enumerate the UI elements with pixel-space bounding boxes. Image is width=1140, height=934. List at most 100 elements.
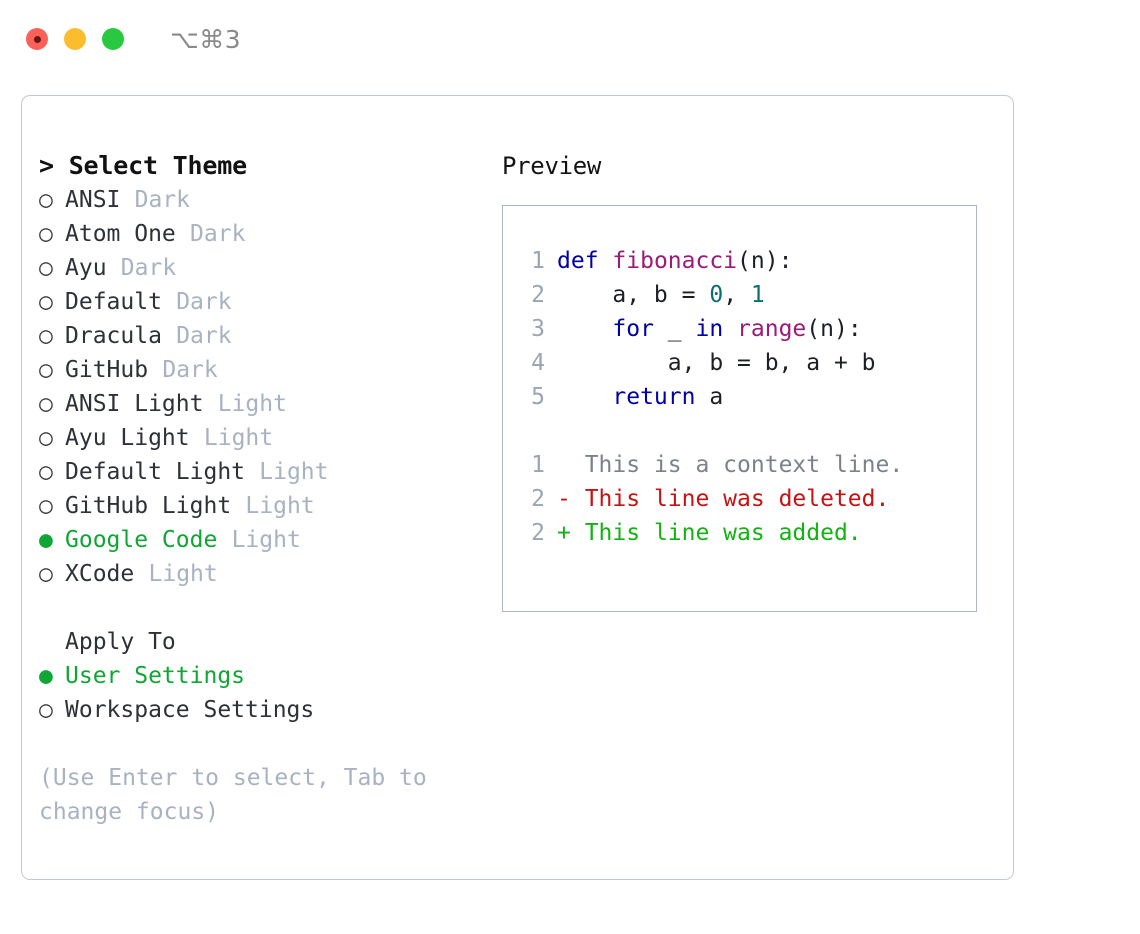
line-number: 2 <box>531 520 545 546</box>
theme-option-label: XCode <box>65 561 135 587</box>
code-token-pun: , <box>723 282 751 308</box>
code-token-pun <box>599 248 613 274</box>
title-bar: ⌥⌘3 <box>0 0 1140 78</box>
section-spacer <box>39 591 489 625</box>
theme-option-label: GitHub <box>65 357 149 383</box>
code-token-var: a, b = b, a + b <box>557 350 876 376</box>
theme-option-label: ANSI <box>65 187 121 213</box>
line-number: 3 <box>531 316 545 342</box>
line-number: 2 <box>531 486 545 512</box>
code-token-pun: (n): <box>806 316 862 342</box>
theme-option-label: Ayu Light <box>65 425 190 451</box>
theme-option-dracula[interactable]: ○ Dracula Dark <box>39 319 489 353</box>
radio-unselected-icon: ○ <box>39 425 53 451</box>
diff-marker <box>557 448 571 482</box>
code-line-content: for _ in range(n): <box>557 312 862 346</box>
theme-option-label: Dracula <box>65 323 162 349</box>
theme-variant-badge: Light <box>203 425 274 451</box>
apply-to-option-label: User Settings <box>65 663 246 689</box>
radio-selected-icon: ● <box>39 663 53 689</box>
theme-option-ansi[interactable]: ○ ANSI Dark <box>39 183 489 217</box>
apply-to-option-user-settings[interactable]: ● User Settings <box>39 659 489 693</box>
radio-unselected-icon: ○ <box>39 221 53 247</box>
diff-line: 2+ This line was added. <box>515 516 976 550</box>
radio-unselected-icon: ○ <box>39 323 53 349</box>
apply-to-option-workspace-settings[interactable]: ○ Workspace Settings <box>39 693 489 727</box>
theme-option-label: Ayu <box>65 255 107 281</box>
line-number: 1 <box>531 452 545 478</box>
theme-variant-badge: Light <box>245 493 315 519</box>
code-token-pun <box>557 384 612 410</box>
theme-variant-badge: Light <box>231 527 301 553</box>
theme-variant-badge: Light <box>259 459 329 485</box>
radio-unselected-icon: ○ <box>39 255 53 281</box>
theme-variant-badge: Dark <box>176 323 232 349</box>
line-number: 2 <box>531 282 545 308</box>
code-line: 3 for _ in range(n): <box>515 312 976 346</box>
diff-line-content: This is a context line. <box>570 452 904 478</box>
theme-option-ayu-light[interactable]: ○ Ayu Light Light <box>39 421 489 455</box>
code-token-num: 1 <box>750 282 765 308</box>
apply-to-option-label: Workspace Settings <box>65 697 315 723</box>
code-token-kw: return <box>612 384 696 410</box>
code-token-kw: def <box>557 248 599 274</box>
diff-marker: - <box>557 486 571 512</box>
line-number: 4 <box>531 350 545 376</box>
theme-option-label: Google Code <box>65 527 218 553</box>
radio-unselected-icon: ○ <box>39 187 53 213</box>
diff-line: 1 This is a context line. <box>515 448 976 482</box>
diff-sample: 1 This is a context line. 2- This line wa… <box>515 448 976 550</box>
window-controls <box>26 28 124 50</box>
radio-unselected-icon: ○ <box>39 493 53 519</box>
apply-to-heading: Apply To <box>65 629 176 655</box>
close-button[interactable] <box>26 28 48 50</box>
preview-heading: Preview <box>502 152 602 180</box>
radio-unselected-icon: ○ <box>39 697 53 723</box>
minimize-button[interactable] <box>64 28 86 50</box>
line-number: 1 <box>531 248 545 274</box>
apply-to-list: ● User Settings ○ Workspace Settings <box>39 659 489 727</box>
theme-variant-badge: Dark <box>190 221 246 247</box>
diff-spacer <box>515 414 976 448</box>
theme-variant-badge: Dark <box>120 255 177 281</box>
code-line: 5 return a <box>515 380 976 414</box>
radio-unselected-icon: ○ <box>39 289 53 315</box>
code-line: 2 a, b = 0, 1 <box>515 278 976 312</box>
zoom-button[interactable] <box>102 28 124 50</box>
code-line: 4 a, b = b, a + b <box>515 346 976 380</box>
code-token-pun: (n): <box>737 248 793 274</box>
code-token-kw: for <box>612 316 654 342</box>
theme-option-default[interactable]: ○ Default Dark <box>39 285 489 319</box>
theme-variant-badge: Dark <box>176 289 232 315</box>
code-line-content: return a <box>557 380 723 414</box>
select-theme-heading: > Select Theme <box>39 151 247 180</box>
line-number: 5 <box>531 384 545 410</box>
theme-variant-badge: Dark <box>134 187 191 213</box>
keyboard-shortcut-label: ⌥⌘3 <box>170 24 242 54</box>
code-token-pun <box>723 316 737 342</box>
theme-option-label: Default <box>65 289 162 315</box>
theme-variant-badge: Light <box>148 561 218 587</box>
keyboard-hint-text: (Use Enter to select, Tab to change focu… <box>39 765 441 825</box>
code-token-var: a <box>695 384 724 410</box>
code-line-content: def fibonacci(n): <box>557 244 792 278</box>
theme-option-label: Default Light <box>65 459 246 485</box>
code-token-fn: range <box>737 316 807 342</box>
code-token-pun <box>557 316 612 342</box>
code-token-var: a, b = <box>557 282 710 308</box>
theme-option-ayu[interactable]: ○ Ayu Dark <box>39 251 489 285</box>
diff-line-content: This line was deleted. <box>570 486 890 512</box>
